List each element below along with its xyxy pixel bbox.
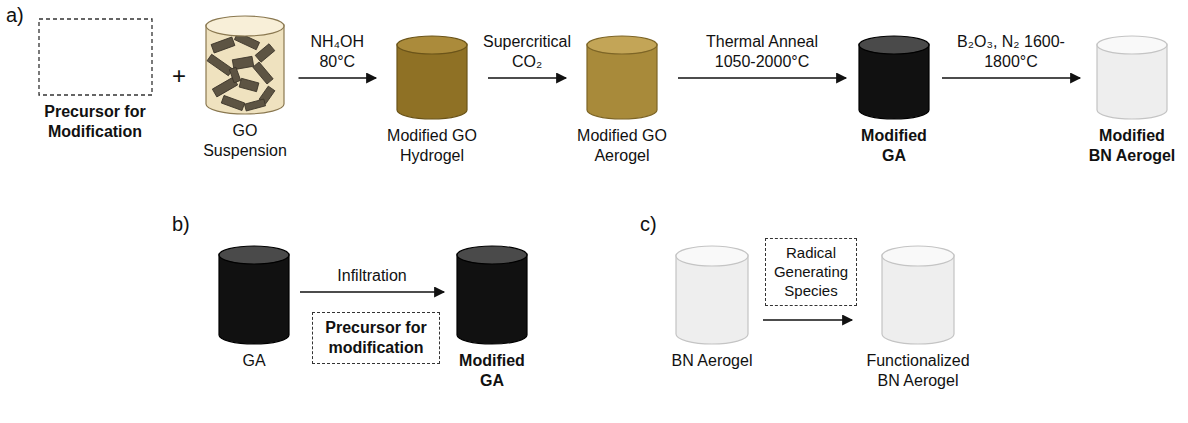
aerogel-cylinder: GO Suspension xyxy=(198,15,293,161)
cylinder-body xyxy=(859,44,929,119)
node-label: GA xyxy=(214,351,294,371)
aerogel-cylinder: Modified GO Aerogel xyxy=(572,35,672,166)
cylinder-icon xyxy=(218,245,290,345)
graphene-oxide-flake xyxy=(239,78,259,91)
edge-label: B₂O₃, N₂ 1600-1800°C xyxy=(955,32,1067,72)
cylinder-top xyxy=(1097,36,1167,54)
dashed-box xyxy=(39,19,152,95)
graphene-oxide-flake xyxy=(207,54,233,75)
edge-label: Supercritical CO₂ xyxy=(475,32,579,72)
node-label: GO Suspension xyxy=(198,121,293,161)
edge-label: Infiltration xyxy=(317,266,427,286)
cylinder-top xyxy=(397,36,467,54)
cylinder-icon xyxy=(1096,35,1168,120)
node-label: Modified GA xyxy=(852,126,936,166)
node-label: Precursor for Modification xyxy=(34,102,156,142)
precursor-box: Precursor for Modification xyxy=(34,18,156,142)
node-label: BN Aerogel xyxy=(667,351,757,371)
graphene-oxide-flake xyxy=(244,99,265,111)
cylinder-icon xyxy=(858,35,930,120)
dashed-box: Precursor for modification xyxy=(312,312,440,364)
aerogel-cylinder: Modified GO Hydrogel xyxy=(382,35,482,166)
cylinder-top xyxy=(587,36,657,54)
cylinder-top xyxy=(206,16,284,36)
node-label: Precursor for modification xyxy=(317,318,435,358)
cylinder-body xyxy=(587,44,657,119)
node-label: Modified GA xyxy=(450,351,534,391)
cylinder-icon xyxy=(205,15,285,115)
node-label: Functionalized BN Aerogel xyxy=(858,351,978,391)
process-arrow xyxy=(678,77,846,78)
process-arrow xyxy=(488,77,566,78)
edge-label: NH₄OH 80°C xyxy=(305,32,369,72)
cylinder-body xyxy=(206,25,284,114)
node-label: Modified GO Aerogel xyxy=(572,126,672,166)
cylinder-body xyxy=(397,44,467,119)
graphene-oxide-flake xyxy=(253,62,273,84)
aerogel-cylinder: BN Aerogel xyxy=(667,245,757,371)
cylinder-top xyxy=(859,36,929,54)
cylinder-icon xyxy=(396,35,468,120)
aerogel-cylinder: Modified GA xyxy=(852,35,936,166)
cylinder-body xyxy=(219,254,289,344)
panel-label: c) xyxy=(640,213,657,236)
node-label: Radical Generating Species xyxy=(770,244,852,300)
aerogel-cylinder: Modified GA xyxy=(450,245,534,391)
process-arrow xyxy=(300,291,444,292)
dashed-box: Radical Generating Species xyxy=(765,238,857,306)
node-label: Modified GO Hydrogel xyxy=(382,126,482,166)
cylinder-icon xyxy=(881,245,955,345)
panel-label: b) xyxy=(172,213,190,236)
cylinder-top xyxy=(219,246,289,264)
cylinder-icon xyxy=(456,245,528,345)
cylinder-icon xyxy=(675,245,749,345)
graphene-oxide-flake xyxy=(255,44,275,62)
panel-label: a) xyxy=(6,4,24,27)
cylinder-top xyxy=(457,246,527,264)
process-arrow xyxy=(942,77,1080,78)
edge-label: Thermal Anneal 1050-2000°C xyxy=(698,32,826,72)
aerogel-cylinder: Functionalized BN Aerogel xyxy=(858,245,978,391)
cylinder-top xyxy=(882,246,954,266)
dashed-box-icon xyxy=(38,18,153,96)
graphene-oxide-flake xyxy=(211,37,235,53)
process-arrow xyxy=(299,77,377,78)
process-arrow xyxy=(763,319,852,320)
cylinder-top xyxy=(676,246,748,266)
cylinder-body xyxy=(882,255,954,344)
aerogel-cylinder: Modified BN Aerogel xyxy=(1086,35,1178,166)
cylinder-body xyxy=(1097,44,1167,119)
graphene-oxide-flake xyxy=(229,67,240,83)
plus-sign: + xyxy=(172,62,186,90)
cylinder-icon xyxy=(586,35,658,120)
aerogel-cylinder: GA xyxy=(214,245,294,371)
node-label: Modified BN Aerogel xyxy=(1086,126,1178,166)
cylinder-body xyxy=(457,254,527,344)
graphene-oxide-flake xyxy=(221,95,244,110)
cylinder-body xyxy=(676,255,748,344)
